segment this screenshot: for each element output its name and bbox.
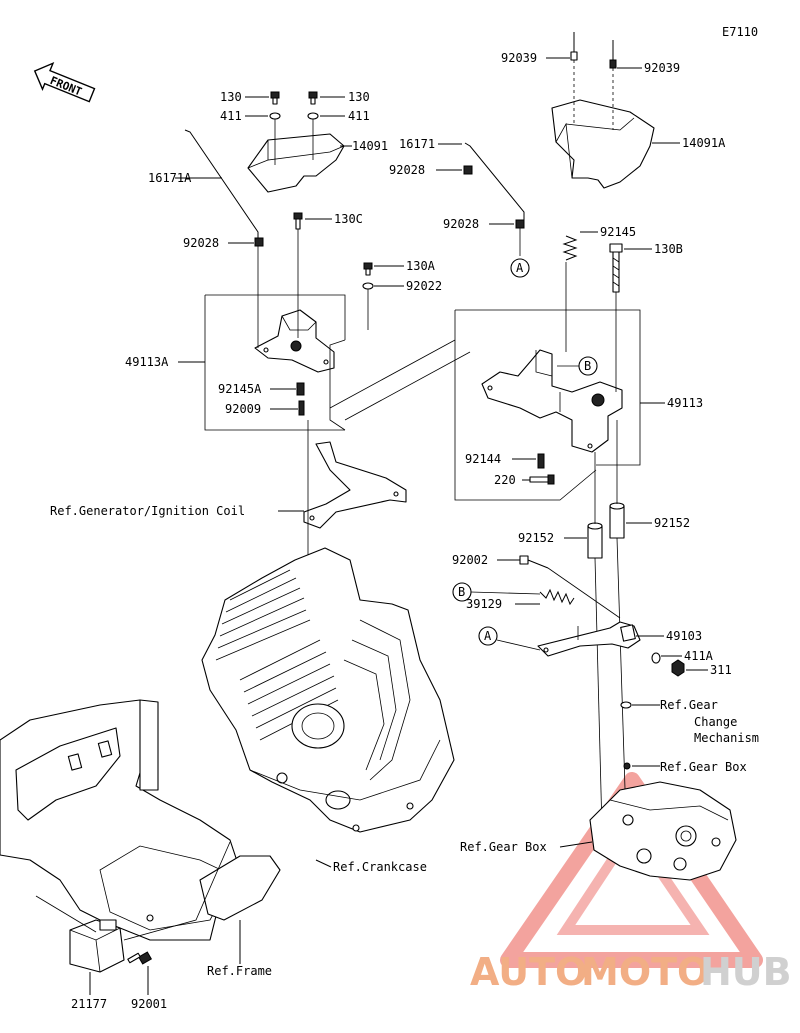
- label-411A: 411A: [684, 649, 714, 663]
- diagram-code: E7110: [722, 25, 758, 39]
- spring-92145: [562, 235, 578, 261]
- svg-text:A: A: [516, 261, 524, 275]
- lever-49103: [537, 621, 641, 657]
- clip-92028-upper: [463, 165, 473, 175]
- label-49113A: 49113A: [125, 355, 169, 369]
- label-92145A: 92145A: [218, 382, 262, 396]
- label-92028-mid: 92028: [443, 217, 479, 231]
- label-411-left: 411: [220, 109, 242, 123]
- washer-411A: [651, 652, 661, 664]
- watermark-hub: HUB: [700, 950, 792, 994]
- gear-box-housing: [589, 781, 737, 881]
- label-92022: 92022: [406, 279, 442, 293]
- label-130B: 130B: [654, 242, 683, 256]
- gear-box-pin: [623, 762, 631, 770]
- label-16171: 16171: [399, 137, 435, 151]
- sleeve-92152-right: [609, 502, 625, 539]
- label-14091A: 14091A: [682, 136, 726, 150]
- label-130-right: 130: [348, 90, 370, 104]
- label-92152-right: 92152: [654, 516, 690, 530]
- gear-change-washer: [620, 701, 632, 709]
- label-16171A: 16171A: [148, 171, 192, 185]
- ref-gear-change-3: Mechanism: [694, 731, 759, 745]
- label-92144: 92144: [465, 452, 501, 466]
- label-92039-right: 92039: [644, 61, 680, 75]
- ref-gear-change-1: Ref.Gear: [660, 698, 718, 712]
- label-92009: 92009: [225, 402, 261, 416]
- washer-92022: [362, 282, 374, 290]
- clip-92028-mid: [515, 219, 525, 229]
- callout-b-upper: B: [578, 356, 598, 376]
- bolt-92001: [127, 951, 153, 965]
- cover-14091: [247, 133, 345, 193]
- svg-text:A: A: [484, 629, 492, 643]
- label-130C: 130C: [334, 212, 363, 226]
- ref-generator: Ref.Generator/Ignition Coil: [50, 504, 245, 518]
- rod-16171: [464, 142, 525, 226]
- screw-92002: [519, 555, 549, 569]
- label-92001: 92001: [131, 997, 167, 1011]
- sleeve-92152-left: [587, 522, 603, 559]
- svg-text:B: B: [584, 359, 591, 373]
- pin-92144: [537, 453, 545, 469]
- label-92145: 92145: [600, 225, 636, 239]
- callout-a-lower: A: [478, 626, 498, 646]
- clip-92028-left: [254, 237, 264, 247]
- generator-bracket: [303, 441, 407, 529]
- spring-39129: [539, 588, 575, 606]
- bolt-130C: [293, 212, 303, 230]
- frame: [0, 699, 281, 941]
- label-92028-upper: 92028: [389, 163, 425, 177]
- module-21177: [69, 919, 125, 973]
- label-92152-left: 92152: [518, 531, 554, 545]
- washer-411-right: [307, 112, 319, 120]
- bolt-220: [529, 474, 555, 485]
- label-14091: 14091: [352, 139, 388, 153]
- bracket-49113A: [254, 309, 335, 373]
- bolt-130B: [609, 243, 623, 293]
- label-130A: 130A: [406, 259, 436, 273]
- ref-frame: Ref.Frame: [207, 964, 272, 978]
- ref-gear-change-2: Change: [694, 715, 737, 729]
- label-92002: 92002: [452, 553, 488, 567]
- label-92039-top: 92039: [501, 51, 537, 65]
- watermark-moto: MOTO: [581, 950, 709, 994]
- label-49103: 49103: [666, 629, 702, 643]
- watermark-auto: AUTO: [470, 950, 587, 994]
- bolt-130-right: [308, 91, 318, 105]
- front-arrow-icon: FRONT: [33, 61, 96, 103]
- label-39129: 39129: [466, 597, 502, 611]
- label-21177: 21177: [71, 997, 107, 1011]
- label-49113: 49113: [667, 396, 703, 410]
- bracket-49113: [481, 349, 623, 453]
- pin-92039-right: [609, 40, 617, 69]
- rod-16171A: [184, 129, 259, 240]
- ref-gear-box-right: Ref.Gear Box: [660, 760, 747, 774]
- svg-text:B: B: [458, 585, 465, 599]
- pin-92039-top: [570, 32, 578, 61]
- spring-92145A: [296, 382, 305, 396]
- bolt-130-left: [270, 91, 280, 105]
- label-411-right: 411: [348, 109, 370, 123]
- bolt-130A: [363, 262, 373, 276]
- nut-311: [671, 659, 685, 677]
- ref-crankcase: Ref.Crankcase: [333, 860, 427, 874]
- label-92028-left: 92028: [183, 236, 219, 250]
- label-311: 311: [710, 663, 732, 677]
- label-130-left: 130: [220, 90, 242, 104]
- washer-411-left: [269, 112, 281, 120]
- cover-14091A: [551, 99, 655, 189]
- callout-a-upper: A: [510, 258, 530, 278]
- pin-92009: [298, 400, 305, 416]
- ref-gear-box-left: Ref.Gear Box: [460, 840, 547, 854]
- label-220: 220: [494, 473, 516, 487]
- crankcase: [201, 547, 455, 833]
